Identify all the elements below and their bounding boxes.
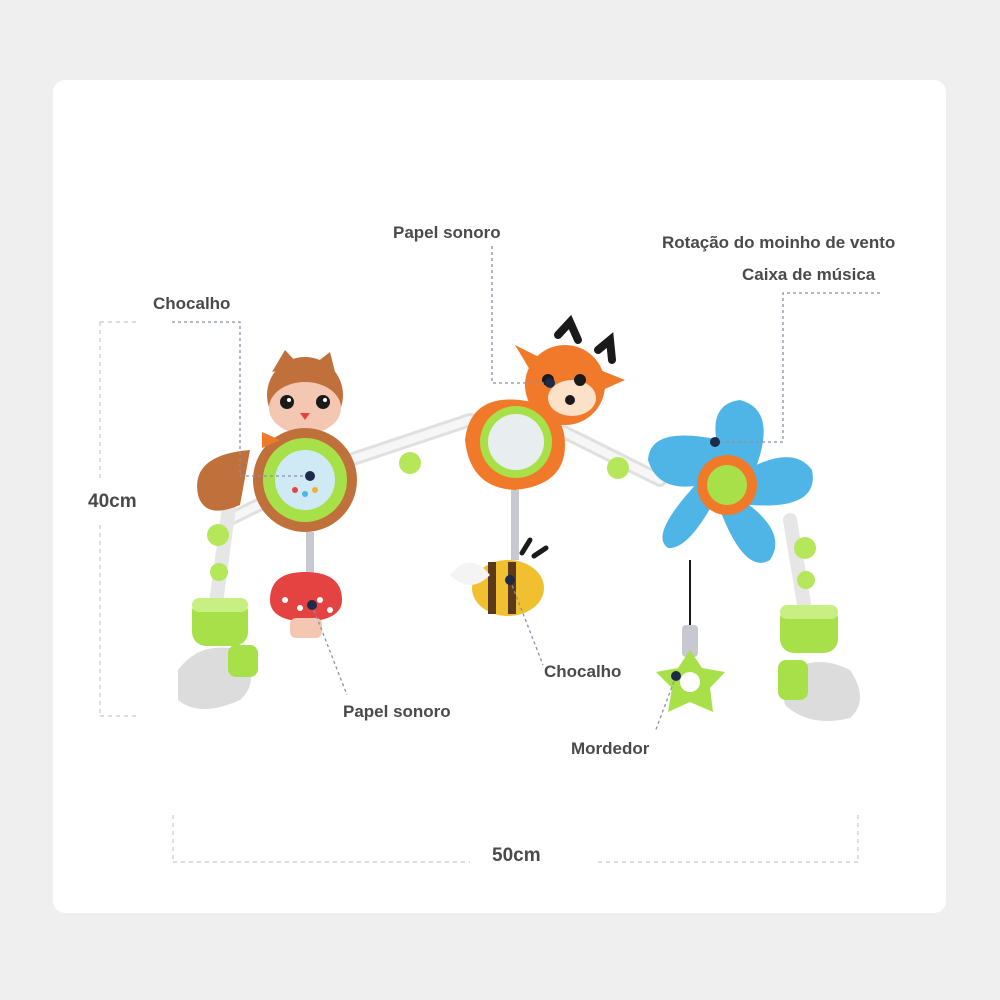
- leader-lines: [172, 246, 880, 733]
- deer-mirror: [450, 314, 625, 616]
- dimension-guides: [99, 321, 859, 863]
- label-papel-sonoro-bottom: Papel sonoro: [343, 702, 451, 721]
- label-papel-sonoro-top: Papel sonoro: [393, 223, 501, 242]
- dimension-height: 40cm: [88, 491, 137, 512]
- leader-dots: [305, 378, 720, 681]
- label-caixa-musica: Caixa de música: [742, 265, 876, 284]
- dimension-width: 50cm: [492, 845, 541, 866]
- windmill-music-box: [648, 400, 813, 712]
- label-chocalho-left: Chocalho: [153, 294, 231, 313]
- label-mordedor: Mordedor: [571, 739, 650, 758]
- squirrel-rattle: [197, 350, 357, 638]
- label-rotacao-moinho: Rotação do moinho de vento: [662, 233, 896, 252]
- label-chocalho-bottom: Chocalho: [544, 662, 622, 681]
- arch-frame: [178, 412, 860, 722]
